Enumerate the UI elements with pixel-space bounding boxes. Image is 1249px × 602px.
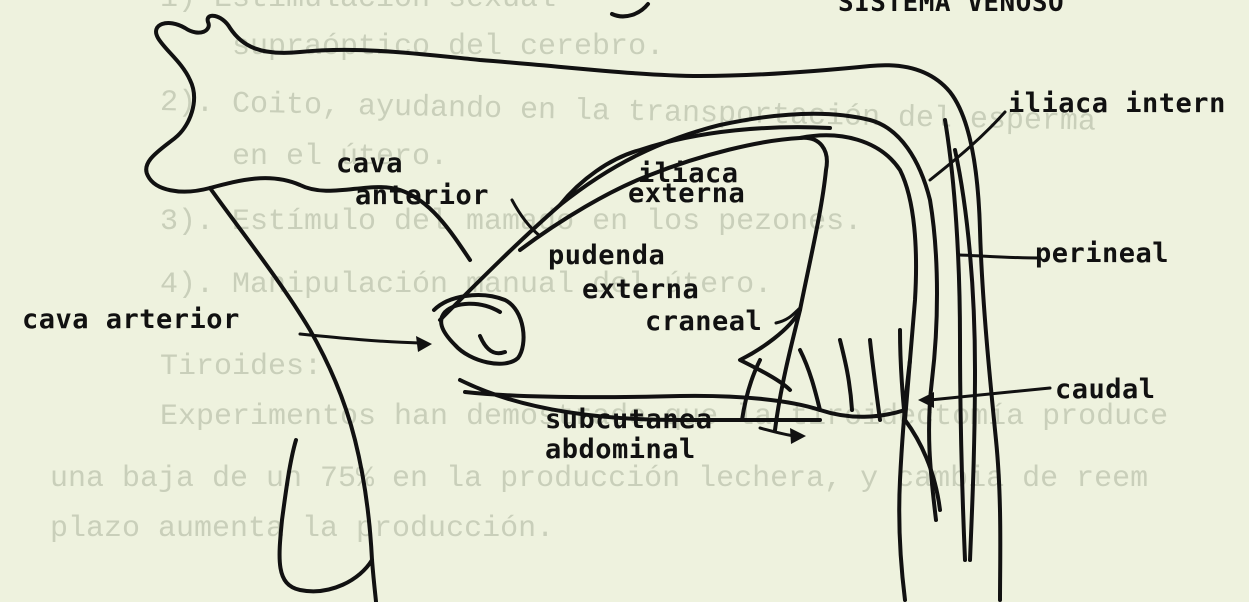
label-subcutanea: subcutanea — [545, 404, 713, 435]
cow-outline — [146, 4, 1000, 600]
arrow-subcutanea — [790, 428, 806, 444]
label-pudenda-2: externa — [582, 274, 699, 305]
label-cava-upper: cava — [336, 148, 403, 179]
label-iliaca-externa-2: externa — [628, 178, 745, 209]
arrow-caudal — [918, 392, 934, 408]
vein-hind-2 — [955, 150, 975, 560]
vein-branches-4 — [870, 340, 880, 420]
vein-branches-5 — [900, 330, 905, 420]
diagram-heading: SISTEMA VENOSO — [838, 0, 1064, 18]
label-iliaca-interna: iliaca intern — [1008, 88, 1226, 119]
arrow-cava-arterior — [416, 336, 432, 352]
udder-craneal — [434, 295, 524, 364]
label-perineal: perineal — [1035, 238, 1169, 269]
udder-nipple — [480, 336, 505, 353]
label-craneal: craneal — [645, 306, 762, 337]
vein-branches-1 — [742, 360, 760, 420]
vein-branches-2 — [800, 350, 820, 410]
leader-cava-anterior — [512, 200, 540, 236]
label-abdominal: abdominal — [545, 434, 696, 465]
label-cava-arterior: cava arterior — [22, 304, 240, 335]
vein-branches-3 — [840, 340, 852, 410]
label-anterior-upper: anterior — [355, 180, 489, 211]
label-pudenda-1: pudenda — [548, 240, 665, 271]
cow-body-front — [210, 188, 376, 602]
leader-subcutanea — [760, 428, 795, 436]
leader-iliaca-interna — [930, 112, 1005, 180]
vein-inner-loop — [800, 135, 916, 420]
label-caudal: caudal — [1055, 374, 1156, 405]
